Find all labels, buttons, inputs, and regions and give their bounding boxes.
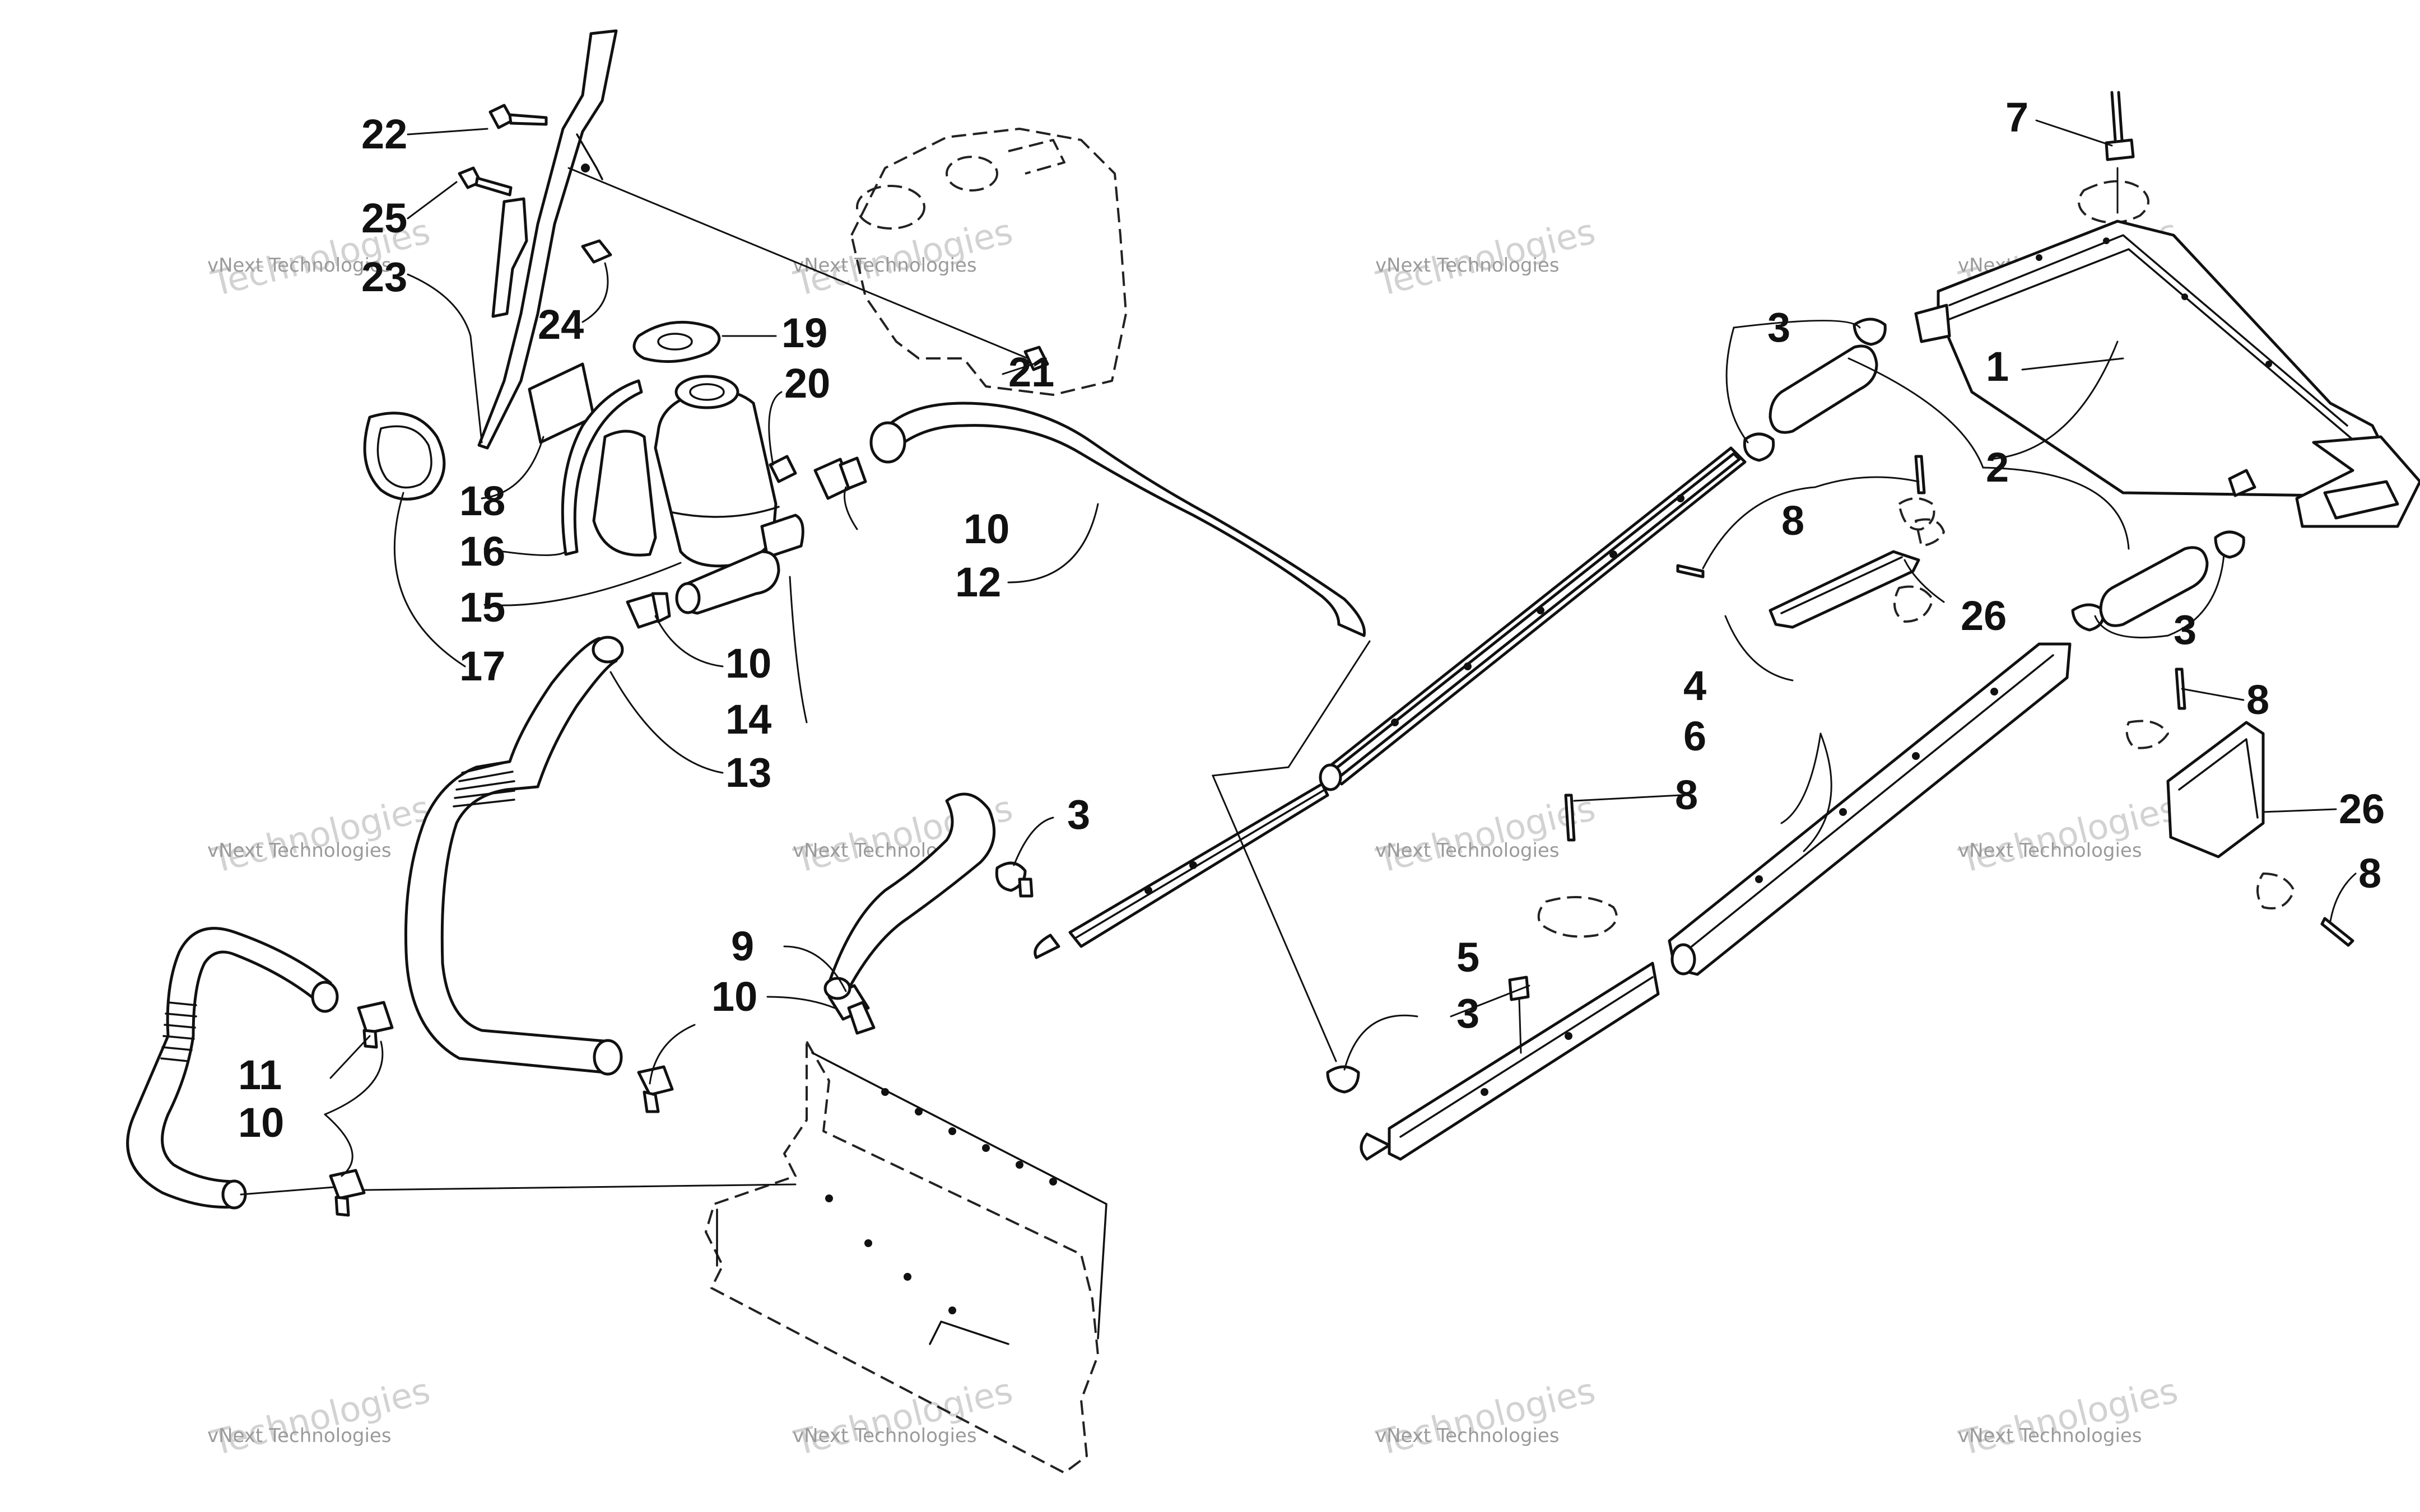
callout-16: 16 [459, 528, 505, 575]
callout-10: 10 [725, 640, 771, 687]
callout-8: 8 [2246, 676, 2269, 723]
callout-26: 26 [2339, 786, 2385, 832]
bracket-plate-23 [491, 197, 528, 318]
watermark: Technologies [790, 1370, 1017, 1463]
callout-2: 2 [1986, 444, 2009, 491]
callout-15: 15 [459, 584, 505, 631]
clamp-10f [329, 1169, 366, 1217]
clamp-3d [2071, 530, 2245, 632]
callout-8: 8 [1781, 497, 1804, 544]
callout-1: 1 [1986, 343, 2009, 390]
bracket-26b [2166, 721, 2265, 858]
clamp-3a [995, 861, 1034, 898]
watermark-text: vNext Technologies [1375, 254, 1560, 277]
callout-6: 6 [1683, 713, 1706, 759]
tunnel-panel-outline [705, 1040, 1107, 1474]
svg-text:Technologies: Technologies [790, 1370, 1017, 1463]
nut-24 [581, 239, 612, 264]
svg-text:Technologies: Technologies [1955, 787, 2182, 881]
callout-3: 3 [1456, 990, 1479, 1037]
callout-14: 14 [725, 696, 771, 743]
hose-9 [823, 792, 996, 1000]
svg-text:Technologies: Technologies [1372, 1370, 1599, 1463]
callout-10: 10 [711, 973, 757, 1020]
callout-13: 13 [725, 749, 771, 796]
callout-11: 11 [238, 1052, 282, 1098]
watermark: Technologies [1955, 787, 2182, 881]
watermark-text: vNext Technologies [207, 839, 392, 862]
callout-labels: 1 2 3 3 3 3 4 5 6 7 8 8 8 8 9 10 10 10 1… [238, 94, 2385, 1146]
radiator-cap-19 [632, 320, 721, 363]
hose-11 [126, 927, 339, 1210]
callout-4: 4 [1683, 662, 1706, 709]
watermark-text: vNext Technologies [1958, 1425, 2142, 1447]
callout-20: 20 [784, 360, 830, 407]
callout-3: 3 [2174, 606, 2196, 653]
coolant-bottle-15 [654, 375, 804, 568]
coupler-hose-2b [2099, 546, 2209, 627]
callout-17: 17 [459, 643, 505, 689]
fuel-tank-outline [850, 128, 1127, 396]
clamp-3b [1326, 1065, 1360, 1094]
watermark: Technologies [1372, 1370, 1599, 1463]
callout-23: 23 [361, 254, 407, 300]
svg-text:Technologies: Technologies [207, 787, 434, 881]
clamp-10e [357, 1001, 394, 1049]
callout-22: 22 [361, 111, 407, 157]
overflow-hose-16 [561, 379, 657, 557]
bottle-clamp-20 [671, 455, 797, 518]
callout-24: 24 [538, 301, 584, 348]
callout-3: 3 [1767, 304, 1790, 351]
callout-21: 21 [1008, 349, 1054, 395]
rivet-7 [2105, 91, 2135, 161]
hose-12 [869, 402, 1366, 637]
watermark-text: vNext Technologies [1375, 839, 1560, 862]
hose-13 [404, 636, 624, 1076]
callout-25: 25 [361, 195, 407, 241]
coupler-hose-2a [1769, 344, 1878, 434]
watermark: Technologies [1955, 1370, 2182, 1463]
heat-exchanger-tube-6 [1360, 642, 2072, 1161]
watermark-text: vNext Technologies [207, 254, 392, 277]
watermark-text: vNext Technologies [207, 1425, 392, 1447]
heat-exchanger-1 [1914, 220, 2420, 528]
callout-26: 26 [1961, 592, 2007, 639]
elbow-14 [675, 550, 780, 615]
mounting-pads-outline [1537, 180, 2295, 938]
bolt-22 [488, 104, 548, 129]
leader-lines [240, 119, 2357, 1196]
callout-12: 12 [955, 559, 1001, 605]
clamp-3c [1743, 318, 1887, 462]
callout-18: 18 [459, 478, 505, 524]
clamp-10b [626, 592, 671, 629]
callout-7: 7 [2005, 94, 2028, 141]
callout-3: 3 [1067, 791, 1090, 838]
watermark-text: vNext Technologies [793, 1425, 977, 1447]
callout-5: 5 [1456, 934, 1479, 981]
callout-19: 19 [781, 310, 827, 356]
svg-text:Technologies: Technologies [207, 1370, 434, 1463]
coolant-bottle-bracket [477, 29, 618, 450]
callout-10: 10 [238, 1099, 284, 1146]
spacer-21 [567, 167, 1049, 371]
callout-8: 8 [2358, 850, 2381, 897]
watermark-text: vNext Technologies [793, 254, 977, 277]
clamp-10d [637, 1065, 674, 1113]
watermark: Technologies [207, 787, 434, 881]
clamp-band-17 [363, 412, 446, 501]
bolt-25 [458, 166, 513, 197]
bracket-26a [1769, 550, 1920, 629]
watermark-text: vNext Technologies [1958, 839, 2142, 862]
watermark: Technologies [207, 1370, 434, 1463]
callout-9: 9 [731, 923, 754, 969]
clamp-10a [813, 456, 867, 500]
svg-text:Technologies: Technologies [1955, 1370, 2182, 1463]
callout-8: 8 [1675, 772, 1698, 818]
heat-exchanger-tube-4 [1034, 446, 1747, 959]
callout-10: 10 [964, 506, 1009, 552]
watermark-text: vNext Technologies [1375, 1425, 1560, 1447]
